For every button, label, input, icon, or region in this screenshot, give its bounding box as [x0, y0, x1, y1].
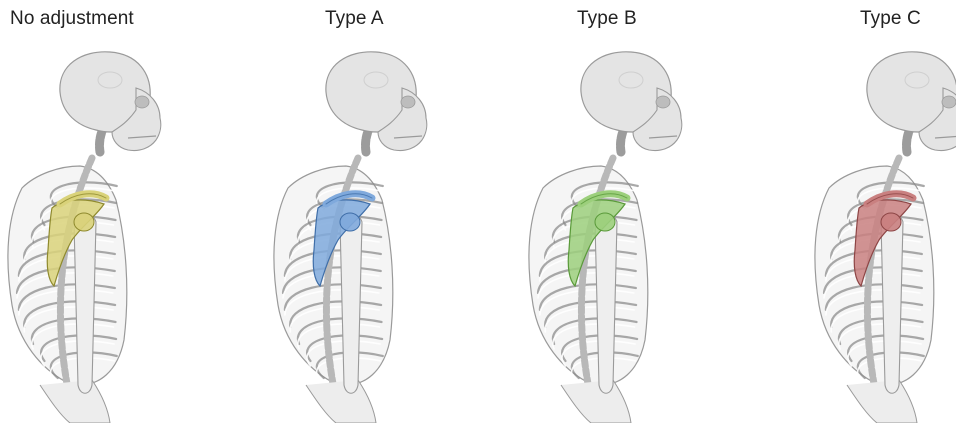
humeral-head: [340, 213, 360, 231]
humeral-head: [595, 213, 615, 231]
skeleton-group: [274, 52, 427, 423]
humerus: [881, 214, 903, 394]
pelvis: [306, 380, 376, 423]
humerus: [340, 214, 362, 394]
humerus: [595, 214, 617, 394]
pelvis: [40, 380, 110, 423]
panel-title: Type C: [860, 8, 921, 30]
eye-socket: [942, 96, 956, 108]
pelvis: [561, 380, 631, 423]
skeleton-type-b: [511, 40, 750, 423]
skeleton-type-a: [256, 40, 495, 423]
panel-title: Type A: [325, 8, 384, 30]
skeleton-type-c: [717, 40, 956, 423]
panel-no-adjustment: No adjustment: [0, 0, 239, 423]
eye-socket: [656, 96, 670, 108]
skeleton-no-adjustment: [0, 40, 239, 423]
humeral-head: [881, 213, 901, 231]
eye-socket: [135, 96, 149, 108]
skeleton-group: [815, 52, 956, 423]
panel-type-a: Type A: [256, 0, 495, 423]
panel-title: Type B: [577, 8, 637, 30]
panel-type-c: Type C: [717, 0, 956, 423]
pelvis: [847, 380, 917, 423]
skeleton-group: [529, 52, 682, 423]
skeleton-group: [8, 52, 161, 423]
panel-type-b: Type B: [511, 0, 750, 423]
eye-socket: [401, 96, 415, 108]
panel-title: No adjustment: [10, 8, 134, 30]
humeral-head: [74, 213, 94, 231]
humerus: [74, 214, 96, 394]
